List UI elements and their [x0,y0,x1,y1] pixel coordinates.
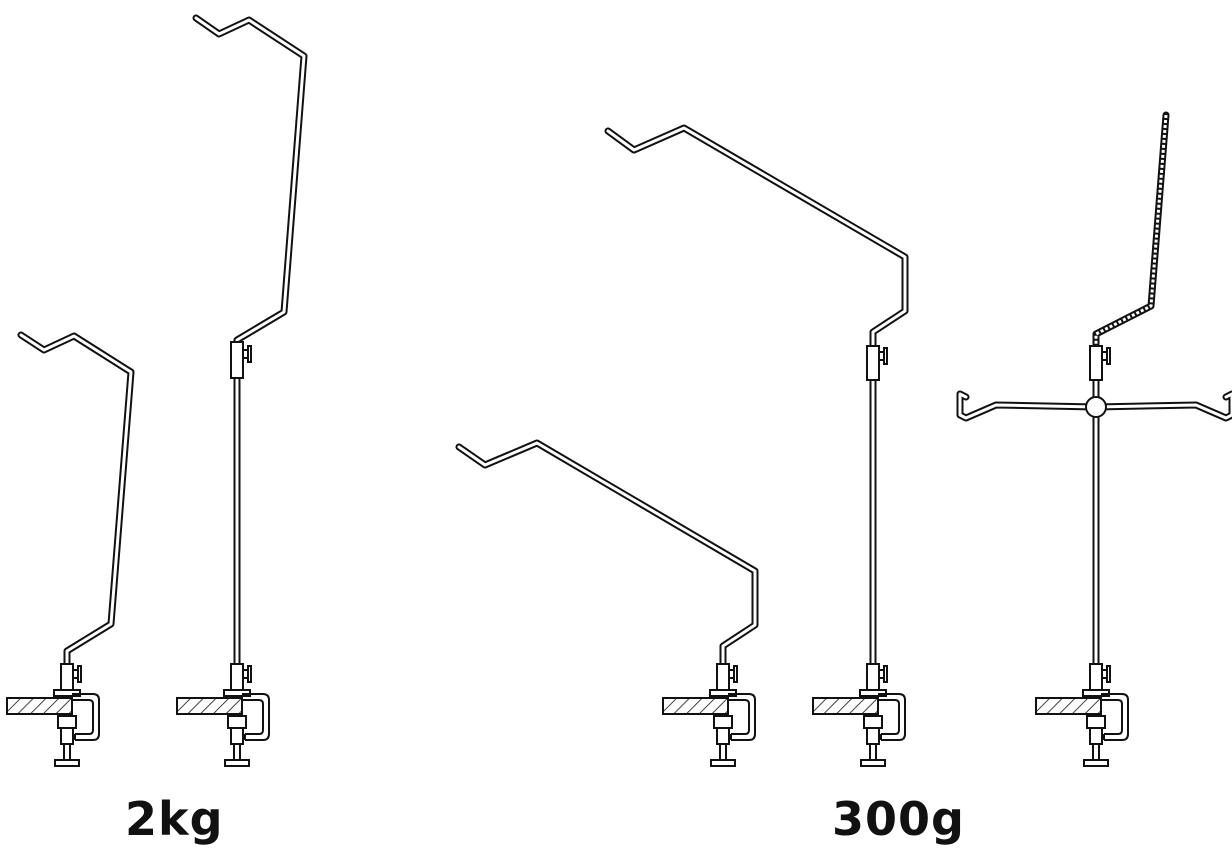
weight-label-2kg: 2kg [125,792,224,846]
extension-collar [230,341,244,379]
weight-label-300g: 300g [832,792,965,846]
table-clamp [6,663,100,767]
stand-cross-bar [956,111,1232,767]
table-clamp [812,663,906,767]
table-clamp [1035,663,1129,767]
stand-tall-diagonal [604,124,909,767]
stand-tall-bent [176,14,308,767]
table-clamp [176,663,270,767]
stand-short-diagonal [455,439,759,767]
table-clamp [662,663,756,767]
stand-short-bent [6,331,135,767]
extension-collar [1089,345,1103,381]
cross-joint [1085,396,1107,418]
extension-collar [866,345,880,381]
